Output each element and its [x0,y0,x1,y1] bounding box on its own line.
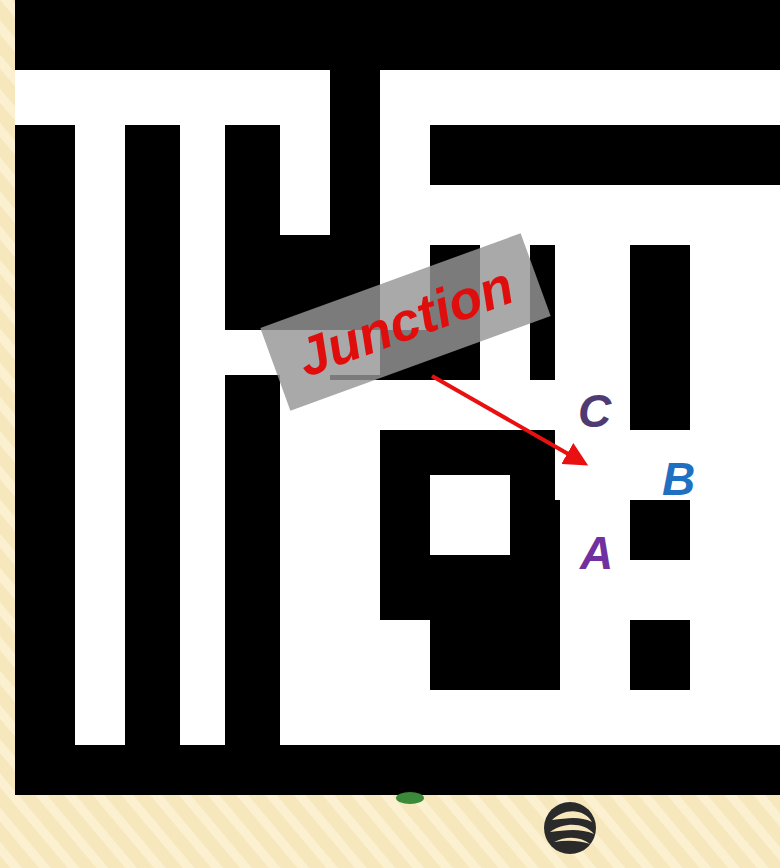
path-label: C [578,388,611,434]
corridor [555,245,630,500]
corridor [280,690,780,745]
corridor [690,245,780,430]
green-mark [396,792,424,804]
corridor [630,560,690,620]
maze-corridors [15,70,780,745]
corridor [180,125,225,745]
corridor [690,500,780,690]
corridor [430,185,780,245]
corridor [560,500,630,690]
corridor [630,430,780,500]
corridor [380,70,780,125]
corridor [280,375,330,745]
corridor [330,380,560,430]
logo [544,802,596,854]
corridor [330,620,430,690]
leader-arrow [432,376,584,463]
maze-wall [15,0,780,795]
corridor [280,125,330,235]
path-label: B [662,456,695,502]
corridor [75,125,125,745]
corridor [430,475,510,555]
path-label: A [580,530,613,576]
corridor [15,70,330,125]
corridor [330,430,380,620]
